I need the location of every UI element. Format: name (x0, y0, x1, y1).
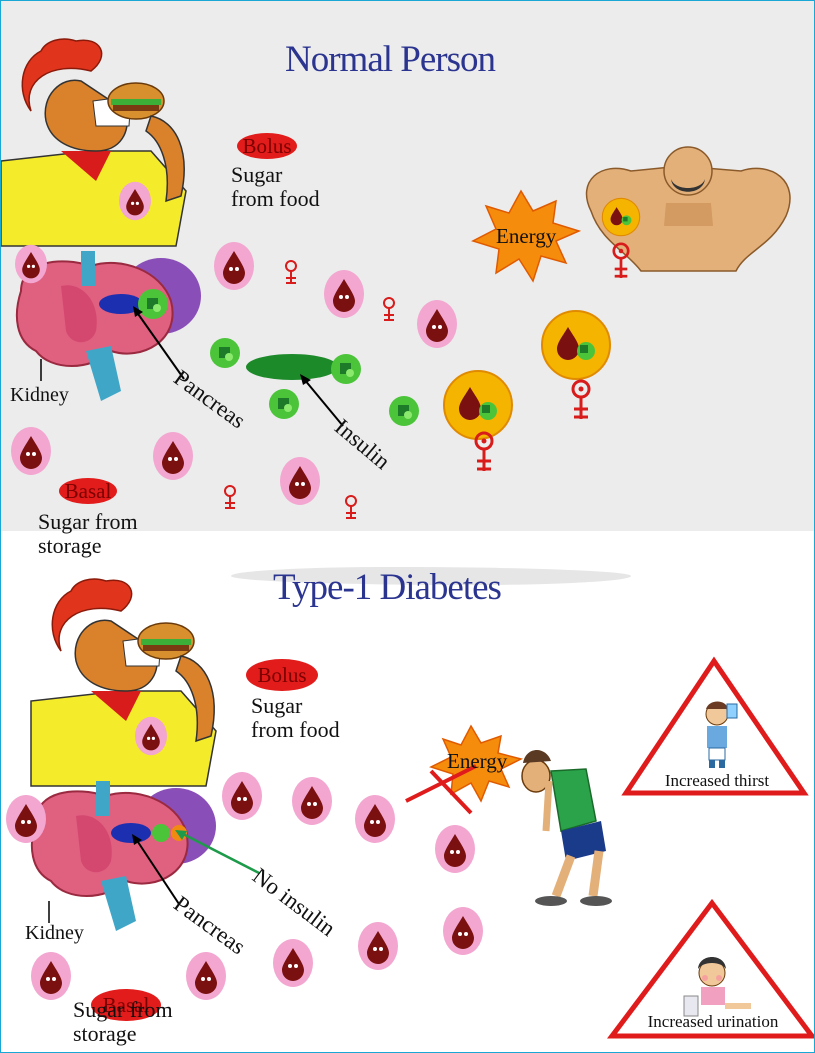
sugar-storage-line2-normal: storage (38, 535, 102, 557)
sugar-food-line1-normal: Sugar (231, 164, 282, 186)
eating-man-illustration (1, 39, 186, 246)
title-normal-person: Normal Person (285, 38, 495, 81)
energy-label-normal: Energy (496, 225, 556, 247)
basal-badge-normal: Basal (59, 478, 117, 504)
sugar-food-line1-type1: Sugar (251, 695, 302, 717)
tired-man-illustration (522, 750, 612, 906)
bolus-badge-type1: Bolus (246, 659, 318, 691)
sugar-storage-line1-normal: Sugar from (38, 511, 138, 533)
increased-thirst-label: Increased thirst (641, 771, 793, 791)
sugar-food-line2-normal: from food (231, 188, 320, 210)
insulin-blob (246, 354, 338, 380)
eating-man-illustration-t1 (31, 579, 216, 786)
bolus-badge-normal: Bolus (237, 133, 297, 159)
kidney-label-normal: Kidney (10, 384, 69, 406)
sugar-storage-line2-type1: storage (73, 1023, 137, 1045)
kidney-label-type1: Kidney (25, 922, 84, 944)
sugar-storage-line1-type1: Sugar from (73, 999, 173, 1021)
increased-urination-label: Increased urination (625, 1012, 801, 1032)
title-type1-diabetes: Type-1 Diabetes (273, 566, 501, 609)
sugar-food-line2-type1: from food (251, 719, 340, 741)
muscle-man-illustration (587, 147, 790, 278)
energy-label-type1: Energy (447, 750, 507, 772)
